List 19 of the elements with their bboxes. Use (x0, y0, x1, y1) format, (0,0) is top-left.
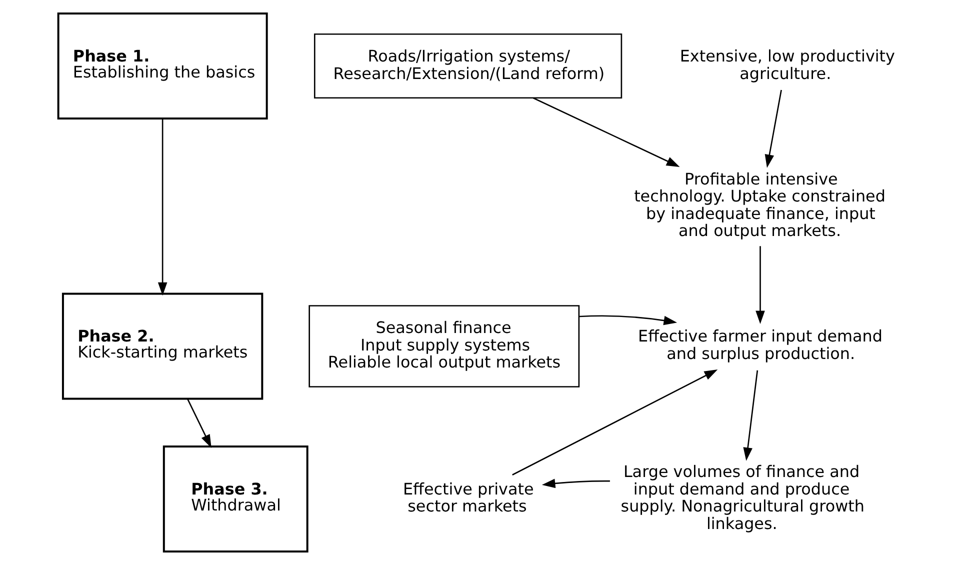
node-text: Large volumes of finance and input demand and produce supply. Nonagricultural growth linkages. (620, 462, 864, 534)
arrow (158, 118, 168, 296)
arrow (743, 370, 758, 461)
arrow (186, 398, 212, 448)
node-box: Phase 2. Kick-starting markets (62, 292, 264, 400)
arrow (532, 97, 680, 167)
node-text: Effective private sector markets (402, 479, 534, 516)
node-text: Extensive, low productivity agriculture. (680, 46, 895, 83)
node-box: Seasonal finance Input supply systems Reliable local output markets (308, 305, 580, 388)
arrow (542, 478, 610, 488)
node-text: Effective farmer input demand and surplus production. (638, 326, 883, 363)
node-box: Roads/Irrigation systems/ Research/Extension/(Land reform) (314, 33, 622, 99)
arrow (579, 315, 678, 326)
node-box: Phase 3. Withdrawal (162, 446, 308, 552)
node-box: Phase 1. Establishing the basics (57, 12, 268, 120)
arrow (512, 369, 718, 476)
node-text: Profitable intensive technology. Uptake constrained by inadequate finance, input and output markets. (634, 169, 886, 240)
arrow (764, 90, 782, 168)
arrow (756, 246, 765, 324)
